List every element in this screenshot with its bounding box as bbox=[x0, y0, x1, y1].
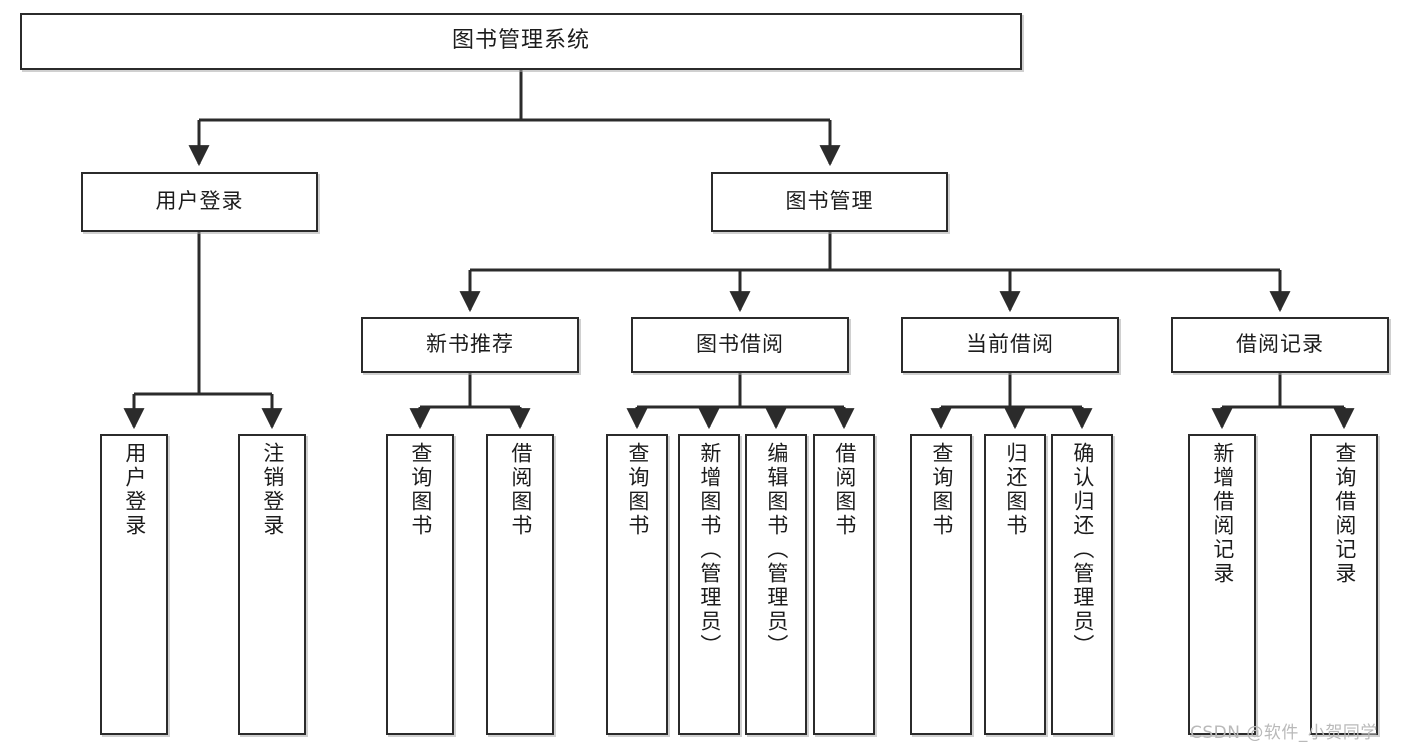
node-level3-1[interactable]: 图书借阅 bbox=[631, 317, 849, 373]
csdn-watermark: CSDN @软件_小贺同学 bbox=[1190, 723, 1378, 743]
node-label-vertical: 借阅图书 bbox=[832, 442, 857, 538]
node-leaf-10[interactable]: 确认归还（管理员） bbox=[1051, 434, 1113, 735]
node-label: 当前借阅 bbox=[966, 332, 1054, 357]
node-label-vertical: 确认归还（管理员） bbox=[1070, 442, 1095, 658]
node-leaf-6[interactable]: 编辑图书（管理员） bbox=[745, 434, 807, 735]
node-label: 图书借阅 bbox=[696, 332, 784, 357]
node-leaf-8[interactable]: 查询图书 bbox=[910, 434, 972, 735]
node-label-vertical: 新增借阅记录 bbox=[1210, 442, 1235, 586]
node-label: 借阅记录 bbox=[1236, 332, 1324, 357]
node-level3-0[interactable]: 新书推荐 bbox=[361, 317, 579, 373]
node-label-vertical: 用户登录 bbox=[122, 442, 147, 538]
node-label-vertical: 查询图书 bbox=[929, 442, 954, 538]
node-leaf-11[interactable]: 新增借阅记录 bbox=[1188, 434, 1256, 735]
node-label-vertical: 查询图书 bbox=[625, 442, 650, 538]
node-label-vertical: 编辑图书（管理员） bbox=[764, 442, 789, 658]
node-level2-0[interactable]: 用户登录 bbox=[81, 172, 318, 232]
node-label-vertical: 归还图书 bbox=[1003, 442, 1028, 538]
node-root-图书管理系统[interactable]: 图书管理系统 bbox=[20, 13, 1022, 70]
node-leaf-4[interactable]: 查询图书 bbox=[606, 434, 668, 735]
node-label-vertical: 查询借阅记录 bbox=[1332, 442, 1357, 586]
node-leaf-7[interactable]: 借阅图书 bbox=[813, 434, 875, 735]
node-leaf-3[interactable]: 借阅图书 bbox=[486, 434, 554, 735]
node-leaf-12[interactable]: 查询借阅记录 bbox=[1310, 434, 1378, 735]
node-label-vertical: 借阅图书 bbox=[508, 442, 533, 538]
node-label: 新书推荐 bbox=[426, 332, 514, 357]
node-level2-1[interactable]: 图书管理 bbox=[711, 172, 948, 232]
node-label-vertical: 新增图书（管理员） bbox=[697, 442, 722, 658]
node-label-vertical: 注销登录 bbox=[260, 442, 285, 538]
node-level3-3[interactable]: 借阅记录 bbox=[1171, 317, 1389, 373]
node-leaf-1[interactable]: 注销登录 bbox=[238, 434, 306, 735]
node-label: 图书管理系统 bbox=[451, 28, 590, 54]
node-leaf-5[interactable]: 新增图书（管理员） bbox=[678, 434, 740, 735]
node-label-vertical: 查询图书 bbox=[408, 442, 433, 538]
node-leaf-2[interactable]: 查询图书 bbox=[386, 434, 454, 735]
node-label: 用户登录 bbox=[155, 189, 244, 214]
node-leaf-9[interactable]: 归还图书 bbox=[984, 434, 1046, 735]
node-leaf-0[interactable]: 用户登录 bbox=[100, 434, 168, 735]
node-level3-2[interactable]: 当前借阅 bbox=[901, 317, 1119, 373]
node-label: 图书管理 bbox=[785, 189, 874, 214]
